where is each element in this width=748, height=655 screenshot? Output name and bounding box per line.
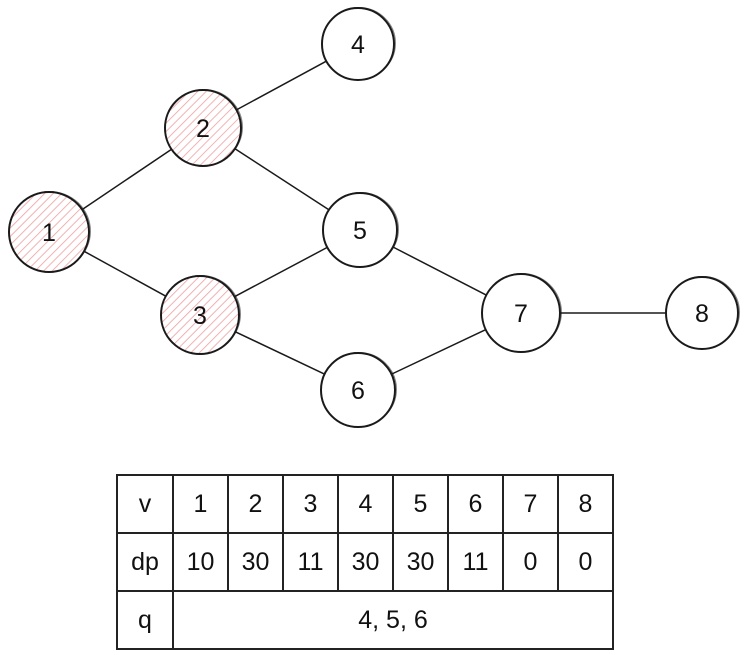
vertex-cell: 2 — [227, 474, 284, 534]
node-shape — [322, 192, 398, 268]
queue-value: 4, 5, 6 — [172, 590, 614, 650]
node-shape — [8, 191, 90, 273]
node-shape — [665, 276, 739, 350]
graph-node-1[interactable]: 1 — [8, 191, 91, 273]
node-label: 7 — [514, 300, 528, 328]
graph-node-4[interactable]: 4 — [321, 7, 396, 81]
node-label: 1 — [42, 219, 56, 247]
dp-value-cell: 11 — [282, 532, 339, 592]
vertex-cell: 3 — [282, 474, 339, 534]
node-label: 2 — [196, 115, 210, 143]
graph-node-5[interactable]: 5 — [322, 192, 399, 268]
row-header-q: q — [116, 590, 174, 650]
dp-value-cell: 10 — [172, 532, 229, 592]
node-label: 5 — [353, 217, 367, 245]
vertex-cell: 5 — [392, 474, 449, 534]
graph-edge-6-7 — [389, 328, 488, 376]
graph-node-2[interactable]: 2 — [164, 89, 243, 167]
graph-edge-2-5 — [233, 147, 331, 212]
graph-edge-3-5 — [232, 246, 329, 298]
dp-value-cell: 30 — [392, 532, 449, 592]
node-shape — [160, 275, 240, 355]
node-label: 4 — [351, 31, 365, 59]
graph-edge-3-6 — [233, 330, 327, 376]
graph-edge-5-7 — [391, 245, 488, 297]
graph-canvas: 1 2 3 4 5 6 7 8 — [8, 7, 740, 428]
vertex-cell: 8 — [557, 474, 614, 534]
graph-node-8[interactable]: 8 — [665, 276, 740, 350]
node-shape — [164, 89, 242, 167]
node-label: 6 — [351, 377, 365, 405]
graph-node-6[interactable]: 6 — [320, 352, 397, 428]
node-shape — [320, 352, 396, 428]
dp-value-cell: 30 — [337, 532, 394, 592]
dp-value-cell: 11 — [447, 532, 504, 592]
node-shape — [481, 273, 561, 353]
vertex-cell: 7 — [502, 474, 559, 534]
table-row-q: q 4, 5, 6 — [116, 590, 614, 650]
dp-value-cell: 0 — [502, 532, 559, 592]
node-shape — [321, 7, 395, 81]
row-header-dp: dp — [116, 532, 174, 592]
graph-edge-2-4 — [234, 59, 328, 112]
row-header-v: v — [116, 474, 174, 534]
graph-edge-1-2 — [80, 147, 174, 211]
node-label: 3 — [193, 302, 207, 330]
vertex-cell: 6 — [447, 474, 504, 534]
node-label: 8 — [695, 300, 709, 328]
graph-nodes: 1 2 3 4 5 6 7 8 — [8, 7, 740, 428]
dp-value-cell: 30 — [227, 532, 284, 592]
graph-diagram: 1 2 3 4 5 6 7 8 — [8, 7, 740, 428]
graph-node-3[interactable]: 3 — [160, 275, 241, 355]
graph-edge-1-3 — [82, 250, 168, 298]
graph-edges — [80, 59, 668, 376]
graph-node-7[interactable]: 7 — [481, 273, 562, 353]
vertex-cell: 4 — [337, 474, 394, 534]
dp-value-cell: 0 — [557, 532, 614, 592]
vertex-cell: 1 — [172, 474, 229, 534]
